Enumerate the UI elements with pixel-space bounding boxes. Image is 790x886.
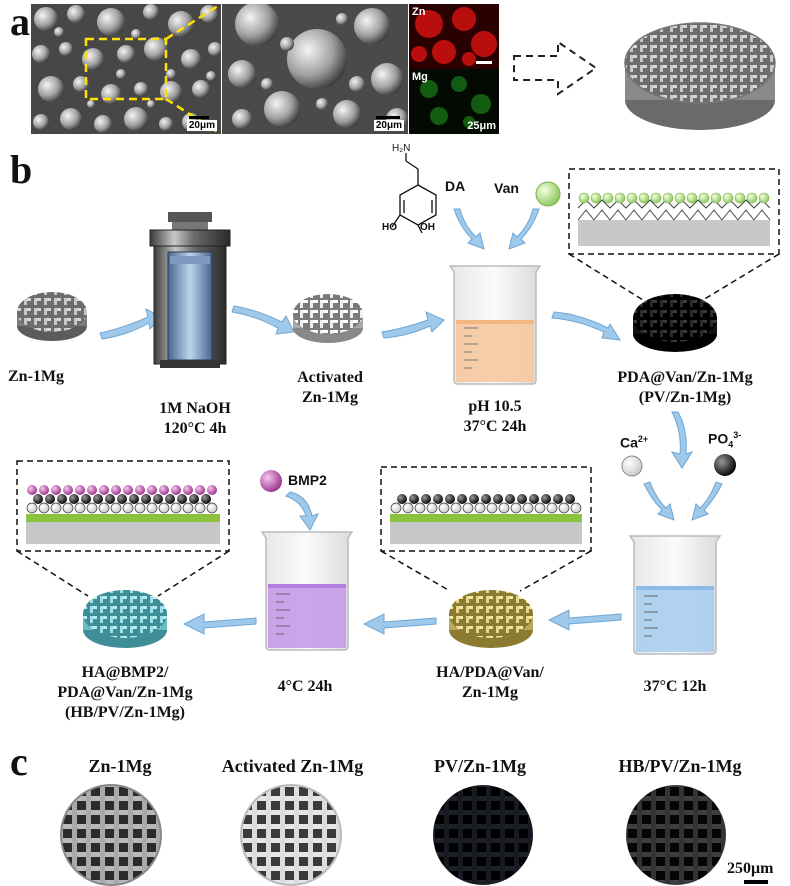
scaffold-activated [293, 294, 363, 343]
sem-overview-particles [31, 4, 221, 134]
label-naoh-line1: 1M NaOH [159, 400, 231, 417]
map-mg-label: Mg [412, 71, 428, 83]
da-label: DA [445, 178, 466, 194]
panel-c-label: c [10, 739, 28, 784]
label-naoh: 1M NaOH 120°C 4h [140, 399, 250, 439]
label-mineralization-time: 37°C 12h [643, 678, 707, 695]
po4-label: PO43- [708, 430, 741, 449]
van-label: Van [494, 180, 519, 196]
label-activated: Activated Zn-1Mg [280, 368, 380, 408]
arrow-8 [182, 613, 257, 635]
label-hb: HA@BMP2/ PDA@Van/Zn-1Mg (HB/PV/Zn-1Mg) [30, 663, 220, 723]
photo-scale-label: 250μm [727, 860, 774, 877]
label-zn1mg: Zn-1Mg [8, 368, 64, 385]
phosphate-ion-icon [714, 454, 736, 476]
scaffold-hb [83, 590, 167, 648]
panel-a-label: a [10, 0, 30, 44]
scaffold-3d-model [624, 22, 776, 130]
ca-label: Ca2+ [620, 434, 648, 451]
inset-hb-surface [16, 460, 230, 597]
eds-map-image [409, 4, 499, 134]
dopamine-structure [391, 153, 437, 234]
scale-bar-label: 20μm [373, 120, 404, 131]
label-ha-line2: Zn-1Mg [462, 684, 518, 701]
photo-title-pv: PV/Zn-1Mg [434, 756, 526, 776]
arrow-7 [362, 613, 437, 635]
label-ph-line1: pH 10.5 [468, 398, 522, 415]
arrow-ca-in [643, 481, 675, 521]
arrow-5 [670, 411, 694, 469]
sem-zoom-particles [222, 4, 408, 134]
sem-zoom-image: 20μm [222, 4, 408, 134]
eds-map: Zn Mg 25μm [409, 4, 499, 134]
arrow-4 [551, 311, 621, 341]
photo-title-activated: Activated Zn-1Mg [221, 756, 364, 776]
autoclave-reactor-icon [149, 212, 231, 368]
inset-pv-surface [568, 168, 780, 301]
ca-text: Ca [620, 434, 638, 451]
calcium-ion-icon [621, 455, 643, 477]
photo-scale-bar [744, 880, 768, 884]
photo-zn1mg [60, 784, 162, 886]
label-pv: PDA@Van/Zn-1Mg (PV/Zn-1Mg) [600, 368, 770, 408]
label-activated-line2: Zn-1Mg [302, 389, 358, 406]
po4-text: PO [708, 430, 729, 447]
photo-pv [433, 785, 533, 885]
label-hb-line2: PDA@Van/Zn-1Mg [57, 684, 193, 701]
arrow-van-in [508, 208, 540, 250]
label-ph: pH 10.5 37°C 24h [440, 397, 550, 437]
label-hb-line3: (HB/PV/Zn-1Mg) [65, 704, 185, 721]
beaker-mineralization [628, 535, 722, 655]
bmp2-label: BMP2 [288, 472, 327, 488]
process-arrow-outline [513, 40, 598, 96]
arrow-po4-in [691, 481, 723, 521]
map-zn-label: Zn [412, 6, 426, 18]
label-ha-line1: HA/PDA@Van/ [436, 664, 544, 681]
label-ph-line2: 37°C 24h [463, 418, 527, 435]
po4-charge: 3- [733, 430, 742, 440]
label-activated-line1: Activated [297, 369, 363, 386]
beaker-dopamine [448, 265, 542, 385]
label-ha: HA/PDA@Van/ Zn-1Mg [425, 663, 555, 703]
photo-title-zn1mg: Zn-1Mg [88, 756, 152, 776]
ca-charge: 2+ [637, 434, 649, 444]
arrow-da-in [453, 208, 485, 250]
photo-title-hb: HB/PV/Zn-1Mg [618, 756, 742, 776]
oh-label: OH [420, 222, 435, 233]
photo-hb [626, 785, 726, 885]
photo-activated [240, 784, 342, 886]
arrow-2 [231, 305, 295, 335]
arrow-3 [381, 311, 445, 339]
label-pv-line1: PDA@Van/Zn-1Mg [617, 369, 753, 386]
scaffold-pv [633, 294, 717, 352]
arrow-bmp2-in [285, 491, 319, 531]
sem-overview-image: 20μm [31, 4, 221, 134]
beaker-bmp2 [260, 531, 354, 651]
po4-sub: 4 [728, 439, 734, 450]
arrow-6 [547, 609, 622, 631]
label-hb-line1: HA@BMP2/ [81, 664, 169, 681]
bmp2-molecule-icon [260, 470, 282, 492]
nh2-label: H₂N [392, 143, 411, 154]
inset-ha-surface [380, 466, 592, 592]
map-scale-label: 25μm [467, 120, 496, 132]
label-naoh-line2: 120°C 4h [163, 420, 227, 437]
scale-bar-label: 20μm [186, 120, 217, 131]
panel-b-label: b [10, 147, 33, 192]
ho-label: HO [382, 222, 397, 233]
van-molecule-icon [535, 181, 561, 207]
scaffold-ha [449, 590, 533, 648]
scaffold-zn1mg [17, 292, 87, 341]
label-bmp2-time: 4°C 24h [277, 678, 333, 695]
label-pv-line2: (PV/Zn-1Mg) [638, 389, 732, 406]
